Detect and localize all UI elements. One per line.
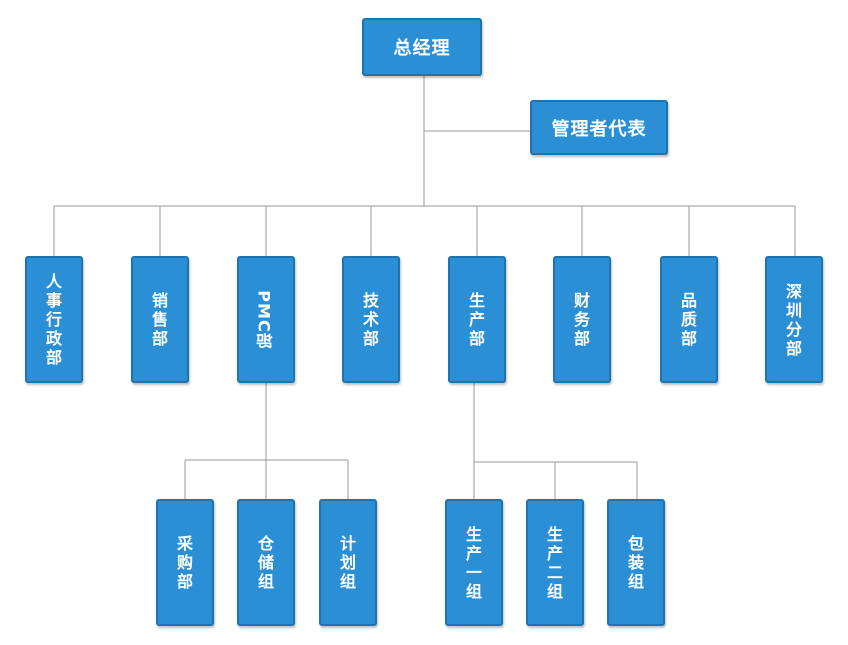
node-dept-sales[interactable]: 销售部 <box>131 256 189 383</box>
node-management-representative[interactable]: 管理者代表 <box>530 100 668 155</box>
node-general-manager[interactable]: 总经理 <box>362 18 482 76</box>
node-dept-pmc[interactable]: PMC部 <box>237 256 295 383</box>
node-group-warehouse[interactable]: 仓储组 <box>237 499 295 626</box>
node-group-packaging[interactable]: 包装组 <box>607 499 665 626</box>
node-group-planning-label: 计划组 <box>339 534 356 591</box>
node-dept-tech-label: 技术部 <box>362 291 379 348</box>
node-dept-production-label: 生产部 <box>468 291 485 348</box>
node-dept-pmc-label: PMC部 <box>255 289 274 350</box>
node-group-line2[interactable]: 生产二组 <box>526 499 584 626</box>
node-group-line2-label: 生产二组 <box>546 524 563 601</box>
node-group-purchase[interactable]: 采购部 <box>156 499 214 626</box>
node-dept-finance[interactable]: 财务部 <box>553 256 611 383</box>
node-management-representative-label: 管理者代表 <box>551 118 647 140</box>
node-dept-hr[interactable]: 人事行政部 <box>25 256 83 383</box>
node-dept-hr-label: 人事行政部 <box>45 272 62 367</box>
node-group-planning[interactable]: 计划组 <box>319 499 377 626</box>
node-dept-sales-label: 销售部 <box>151 291 168 348</box>
node-dept-finance-label: 财务部 <box>573 291 590 348</box>
node-group-purchase-label: 采购部 <box>176 534 193 591</box>
node-general-manager-label: 总经理 <box>393 38 451 59</box>
node-dept-shenzhen[interactable]: 深圳分部 <box>765 256 823 383</box>
node-dept-quality[interactable]: 品质部 <box>660 256 718 383</box>
node-dept-production[interactable]: 生产部 <box>448 256 506 383</box>
node-group-warehouse-label: 仓储组 <box>257 534 274 591</box>
node-dept-tech[interactable]: 技术部 <box>342 256 400 383</box>
node-dept-shenzhen-label: 深圳分部 <box>785 281 802 358</box>
node-group-packaging-label: 包装组 <box>627 534 644 591</box>
node-group-line1-label: 生产一组 <box>465 524 482 601</box>
node-group-line1[interactable]: 生产一组 <box>445 499 503 626</box>
node-dept-quality-label: 品质部 <box>680 291 697 348</box>
